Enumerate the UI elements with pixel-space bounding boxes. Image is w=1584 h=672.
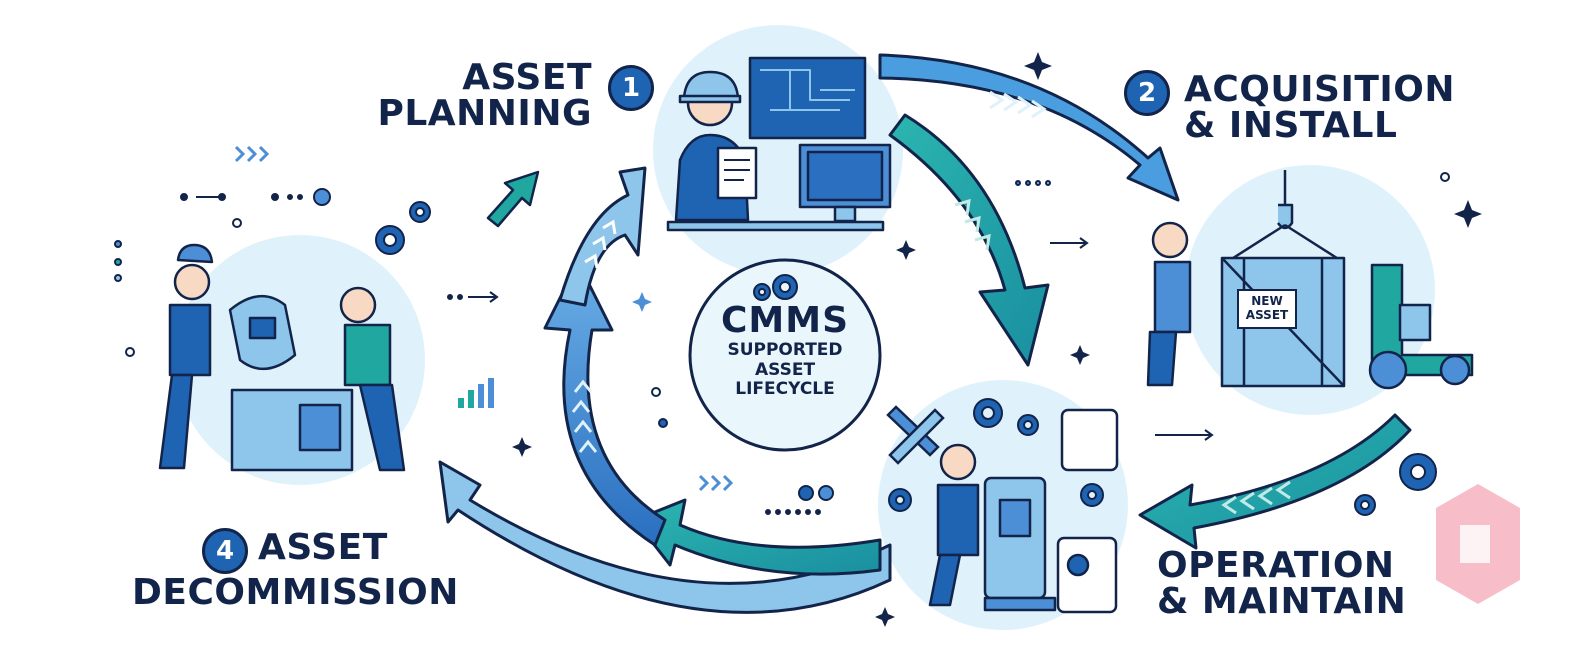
- stage-4-line1: ASSET: [258, 527, 388, 568]
- stage-4-line2: DECOMMISSION: [132, 572, 459, 613]
- stage-1-badge: 1: [608, 65, 654, 111]
- arrow-small-up: [486, 170, 540, 228]
- center-line1: SUPPORTED: [727, 340, 843, 360]
- decommission-scene: [158, 243, 406, 472]
- stage-2-title: ACQUISITION & INSTALL: [1184, 72, 1455, 144]
- stage-3-title: OPERATION & MAINTAIN: [1157, 548, 1406, 620]
- new-asset-sign: NEW ASSET: [1237, 289, 1297, 329]
- stage-2-line1: ACQUISITION: [1184, 69, 1456, 110]
- dotted-connectors: [114, 172, 1450, 515]
- stage-4-badge: 4: [202, 528, 248, 574]
- chevron-icon: [234, 145, 734, 492]
- stage-3-line1: OPERATION: [1157, 545, 1395, 586]
- center-line3: LIFECYCLE: [735, 379, 835, 400]
- gear-icon: [375, 201, 1437, 516]
- watermark-logo: [1436, 484, 1520, 604]
- center-label: CMMS SUPPORTED ASSET LIFECYCLE: [690, 300, 880, 400]
- sparkle-icon: [512, 52, 1482, 627]
- stage-3-line2: & MAINTAIN: [1157, 581, 1407, 622]
- stage-1-line1: ASSET: [462, 57, 592, 98]
- arrow-acquisition-to-operation: [1138, 413, 1412, 550]
- chart-icon: [458, 378, 494, 408]
- wrench-icon: [886, 405, 945, 465]
- operation-scene: [928, 408, 1119, 614]
- arrow-decommission-to-planning: [543, 260, 667, 547]
- center-circle: [688, 258, 882, 452]
- arrow-operation-to-center: [633, 498, 882, 576]
- stage-2-line2: & INSTALL: [1184, 105, 1398, 146]
- arrow-planning-to-operation: [888, 113, 1050, 367]
- arrow-inner-up: [558, 166, 647, 307]
- arrow-planning-to-acquisition: [878, 53, 1180, 202]
- arrow-operation-to-decommission: [438, 460, 892, 614]
- stage-4-line2-block: DECOMMISSION: [132, 575, 459, 611]
- stage-1-line2: PLANNING: [377, 93, 592, 134]
- crate-line2: ASSET: [1245, 307, 1289, 322]
- acquisition-scene: [1146, 170, 1474, 390]
- stage-4-line1-block: ASSET: [258, 530, 388, 566]
- center-line2: ASSET: [754, 359, 816, 380]
- stage-2-badge: 2: [1124, 70, 1170, 116]
- center-title: CMMS: [721, 300, 849, 341]
- planning-worker: [666, 56, 892, 232]
- crate-line1: NEW: [1251, 294, 1283, 308]
- stage-1-title: ASSET PLANNING: [372, 60, 592, 132]
